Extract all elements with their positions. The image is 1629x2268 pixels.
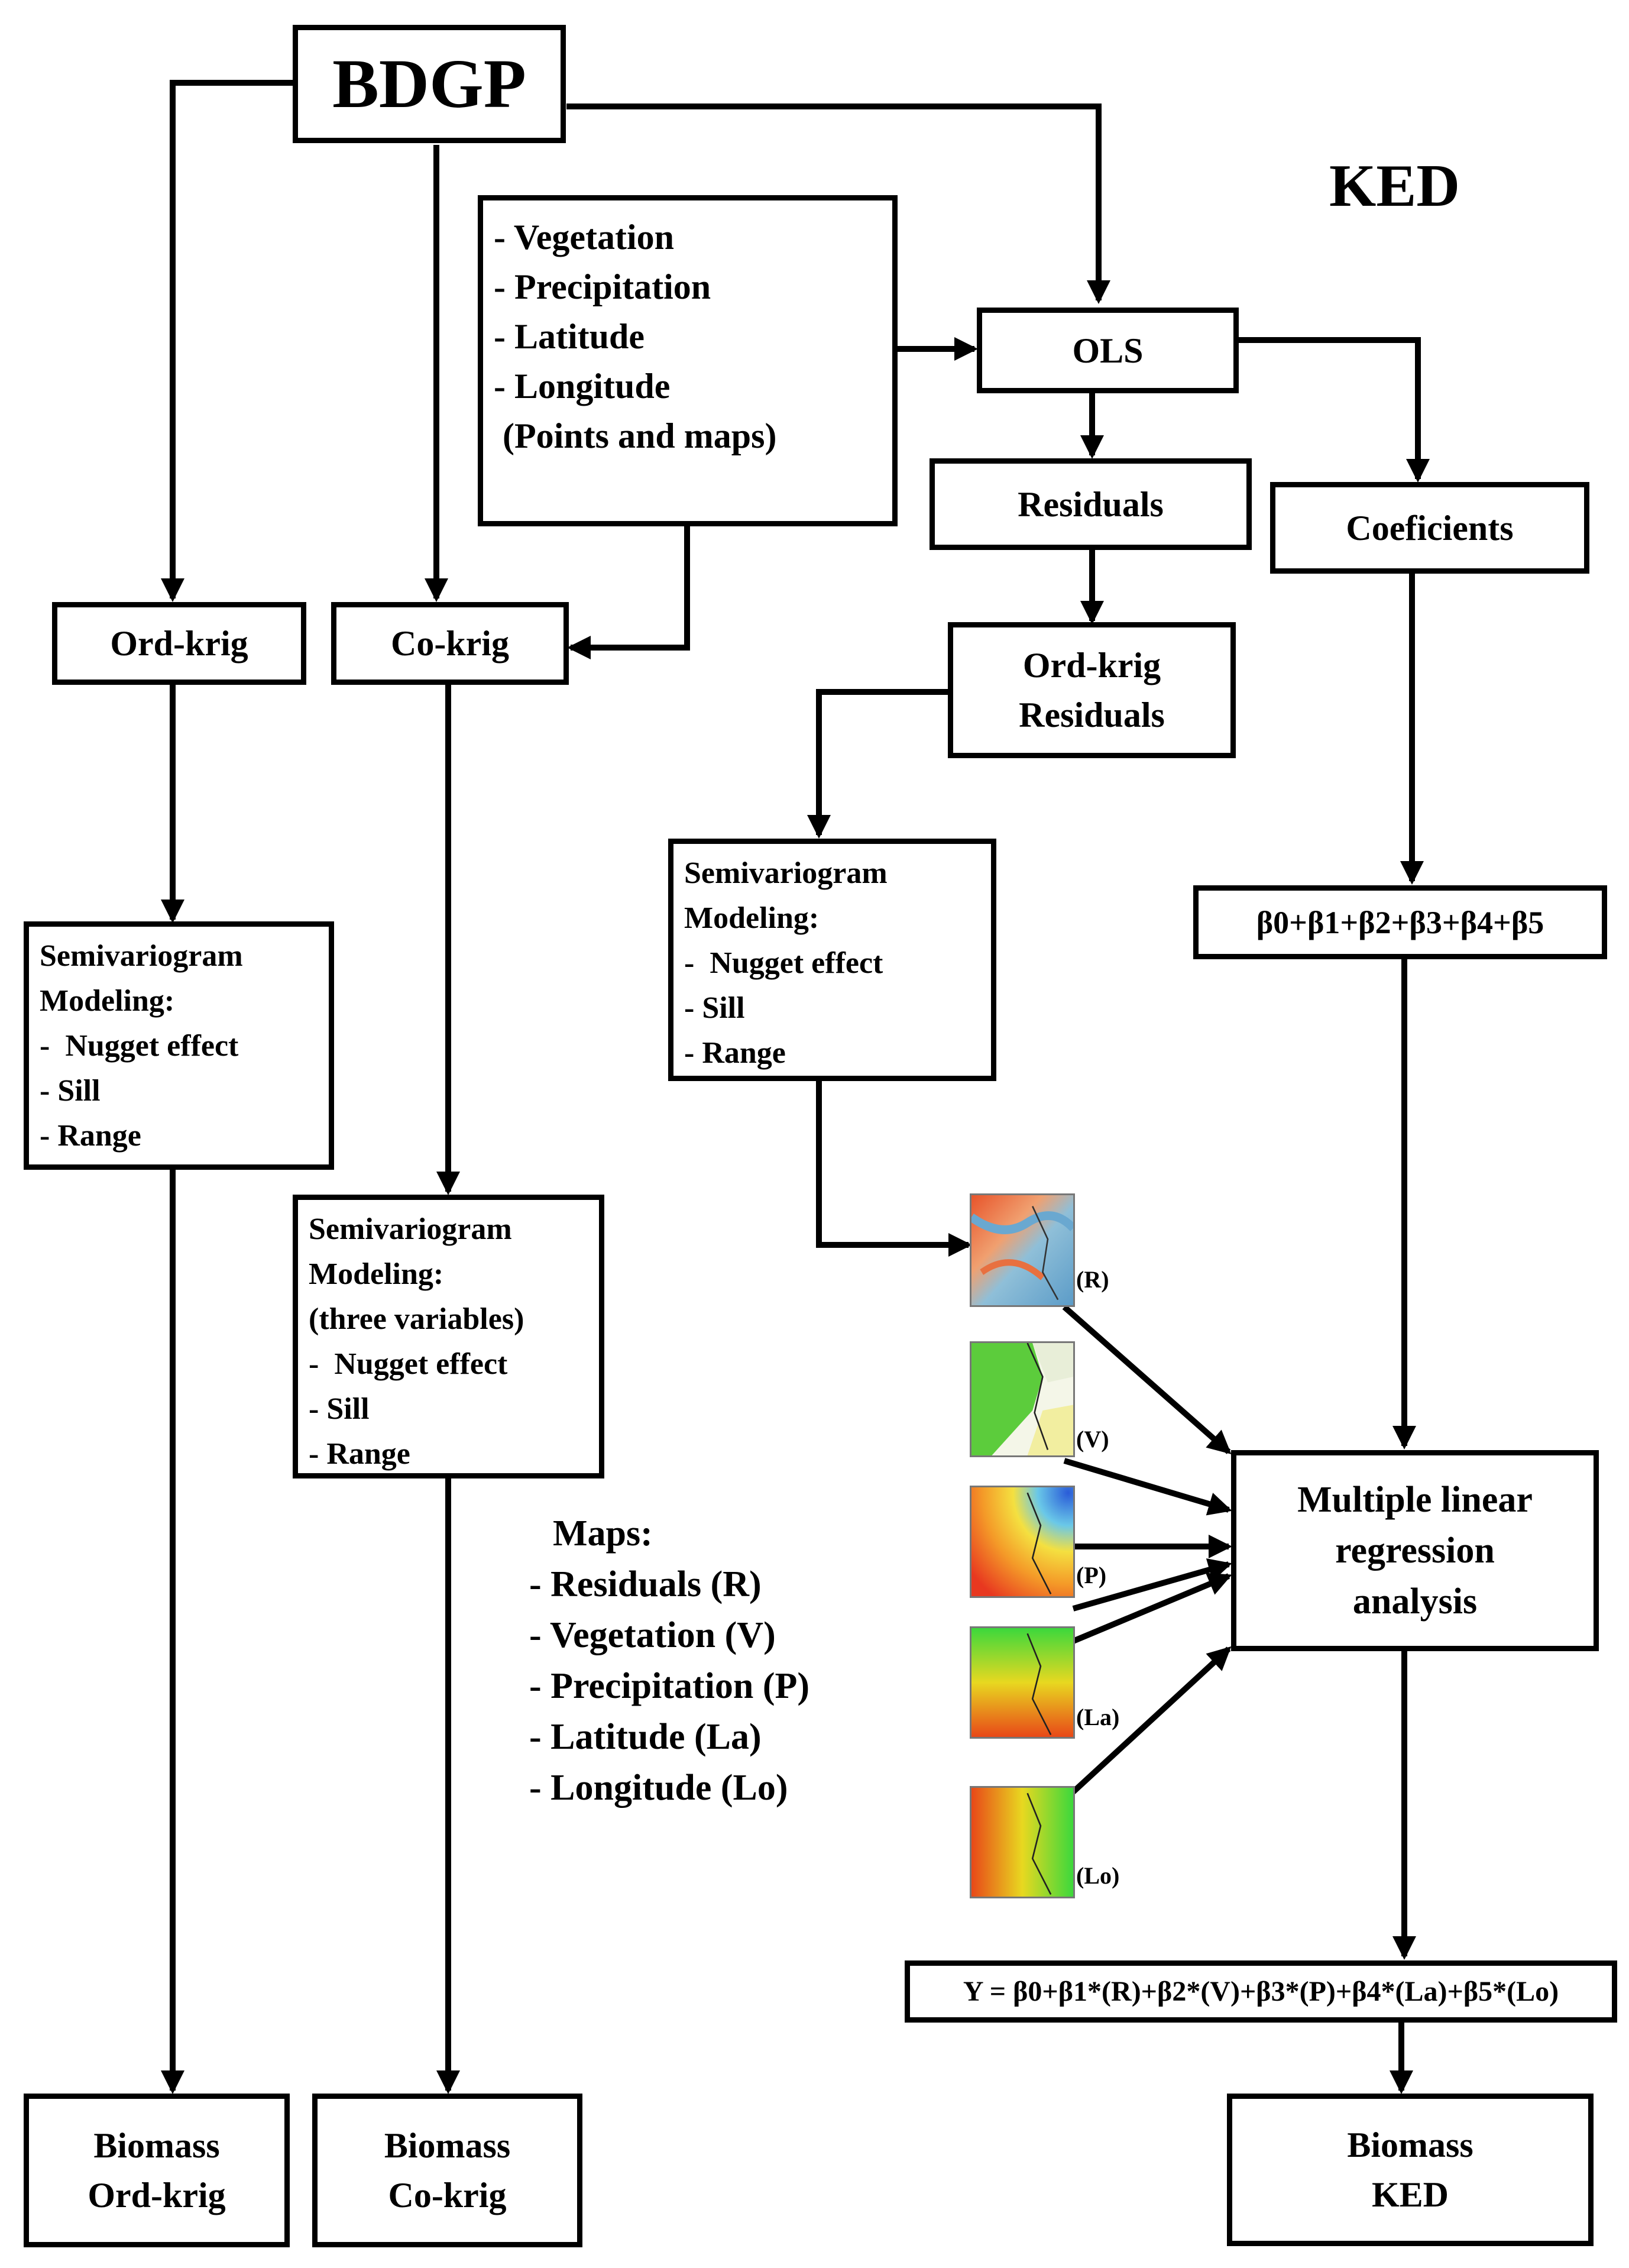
bdgp-label: BDGP	[332, 45, 526, 122]
semivariogram-cokrig-line3: (three variables)	[309, 1302, 524, 1336]
mlr-node: Multiple linear regression analysis	[1231, 1450, 1599, 1651]
ols-node: OLS	[977, 308, 1239, 393]
semivariogram-cokrig-range: - Range	[309, 1437, 410, 1471]
ordkrig-residuals-line1: Ord-krig	[1022, 646, 1161, 685]
semivariogram-cokrig-sill: - Sill	[309, 1392, 370, 1426]
ordkrig-node: Ord-krig	[52, 602, 306, 685]
mlr-line2: regression	[1335, 1531, 1495, 1571]
semivariogram-residuals-line1: Semivariogram	[684, 856, 888, 890]
coefficients-label: Coeficients	[1346, 508, 1514, 548]
ols-label: OLS	[1072, 331, 1144, 370]
residuals-label: Residuals	[1018, 484, 1164, 524]
semivariogram-residuals-sill: - Sill	[684, 991, 745, 1025]
coefficients-node: Coeficients	[1270, 482, 1589, 574]
longitude-map-image	[970, 1786, 1075, 1898]
equation-label: Y = β0+β1*(R)+β2*(V)+β3*(P)+β4*(La)+β5*(…	[963, 1975, 1559, 2007]
semivariogram-ordkrig-node: Semivariogram Modeling: - Nugget effect …	[24, 921, 334, 1170]
betas-label: β0+β1+β2+β3+β4+β5	[1256, 904, 1544, 940]
biomass-ked-node: Biomass KED	[1227, 2094, 1594, 2246]
latitude-map-image	[970, 1626, 1075, 1739]
biomass-ordkrig-line2: Ord-krig	[88, 2176, 226, 2215]
input-note: (Points and maps)	[494, 416, 777, 455]
input-latitude: - Latitude	[494, 317, 645, 356]
maps-list: Maps: - Residuals (R) - Vegetation (V) -…	[529, 1508, 809, 1813]
bdgp-node: BDGP	[293, 25, 566, 143]
map-label-p: (P)	[1076, 1562, 1107, 1588]
maps-item-vegetation: - Vegetation (V)	[529, 1615, 776, 1655]
biomass-cokrig-node: Biomass Co-krig	[312, 2094, 582, 2247]
biomass-ordkrig-line1: Biomass	[93, 2126, 220, 2165]
semivariogram-residuals-node: Semivariogram Modeling: - Nugget effect …	[668, 839, 996, 1081]
semivariogram-ordkrig-line1: Semivariogram	[40, 939, 243, 973]
arrow-ordkrig-residuals-to-semivariogram	[807, 689, 949, 839]
semivariogram-ordkrig-range: - Range	[40, 1119, 141, 1153]
maps-heading: Maps:	[553, 1513, 653, 1554]
input-variables-node: - Vegetation - Precipitation - Latitude …	[478, 195, 898, 526]
biomass-ordkrig-node: Biomass Ord-krig	[24, 2094, 290, 2247]
precipitation-map-image	[970, 1486, 1075, 1598]
input-vegetation: - Vegetation	[494, 218, 674, 257]
equation-node: Y = β0+β1*(R)+β2*(V)+β3*(P)+β4*(La)+β5*(…	[905, 1960, 1617, 2023]
map-label-v: (V)	[1076, 1426, 1109, 1452]
maps-item-residuals: - Residuals (R)	[529, 1564, 762, 1604]
mlr-line1: Multiple linear	[1297, 1480, 1533, 1520]
arrow-map-p2-to-mlr	[1072, 1558, 1232, 1612]
arrow-bdgp-to-ordkrig	[161, 80, 296, 602]
input-longitude: - Longitude	[494, 367, 671, 406]
arrow-map-r-to-mlr	[1062, 1305, 1232, 1454]
map-label-r: (R)	[1076, 1266, 1109, 1293]
arrow-ols-to-coefficients	[1236, 337, 1430, 483]
semivariogram-ordkrig-line2: Modeling:	[40, 984, 175, 1018]
residuals-node: Residuals	[930, 458, 1252, 550]
arrow-bdgp-to-ols	[566, 103, 1110, 304]
ordkrig-residuals-line2: Residuals	[1019, 695, 1165, 735]
biomass-cokrig-line2: Co-krig	[388, 2176, 507, 2215]
semivariogram-residuals-nugget: - Nugget effect	[684, 946, 883, 980]
maps-item-precipitation: - Precipitation (P)	[529, 1666, 810, 1706]
maps-item-latitude: - Latitude (La)	[529, 1717, 762, 1757]
biomass-ked-line1: Biomass	[1347, 2125, 1473, 2165]
semivariogram-ordkrig-nugget: - Nugget effect	[40, 1029, 239, 1063]
arrow-inputs-to-cokrig	[567, 526, 690, 659]
ked-title: KED	[1329, 153, 1460, 219]
ordkrig-residuals-node: Ord-krig Residuals	[948, 622, 1236, 758]
ordkrig-label: Ord-krig	[110, 624, 248, 663]
biomass-cokrig-line1: Biomass	[384, 2126, 511, 2165]
semivariogram-cokrig-line2: Modeling:	[309, 1257, 444, 1291]
semivariogram-residuals-line2: Modeling:	[684, 901, 820, 935]
arrow-map-la-to-mlr	[1072, 1573, 1232, 1644]
biomass-ked-line2: KED	[1371, 2175, 1449, 2214]
mlr-line3: analysis	[1352, 1581, 1478, 1622]
semivariogram-cokrig-nugget: - Nugget effect	[309, 1347, 508, 1381]
residuals-map-image	[970, 1193, 1075, 1307]
cokrig-node: Co-krig	[331, 602, 569, 685]
semivariogram-cokrig-line1: Semivariogram	[309, 1212, 512, 1246]
arrow-semivariogram-to-residual-map	[816, 1079, 972, 1257]
semivariogram-residuals-range: - Range	[684, 1036, 786, 1070]
input-precipitation: - Precipitation	[494, 267, 711, 306]
betas-node: β0+β1+β2+β3+β4+β5	[1193, 885, 1607, 959]
maps-item-longitude: - Longitude (Lo)	[529, 1768, 788, 1808]
arrow-map-v-to-mlr	[1063, 1458, 1232, 1516]
vegetation-map-image	[970, 1341, 1075, 1457]
cokrig-label: Co-krig	[391, 624, 509, 663]
semivariogram-cokrig-node: Semivariogram Modeling: (three variables…	[293, 1195, 604, 1478]
arrow-map-lo-to-mlr	[1071, 1646, 1232, 1794]
map-label-lo: (Lo)	[1076, 1862, 1120, 1889]
semivariogram-ordkrig-sill: - Sill	[40, 1074, 101, 1108]
map-label-la: (La)	[1076, 1704, 1120, 1730]
